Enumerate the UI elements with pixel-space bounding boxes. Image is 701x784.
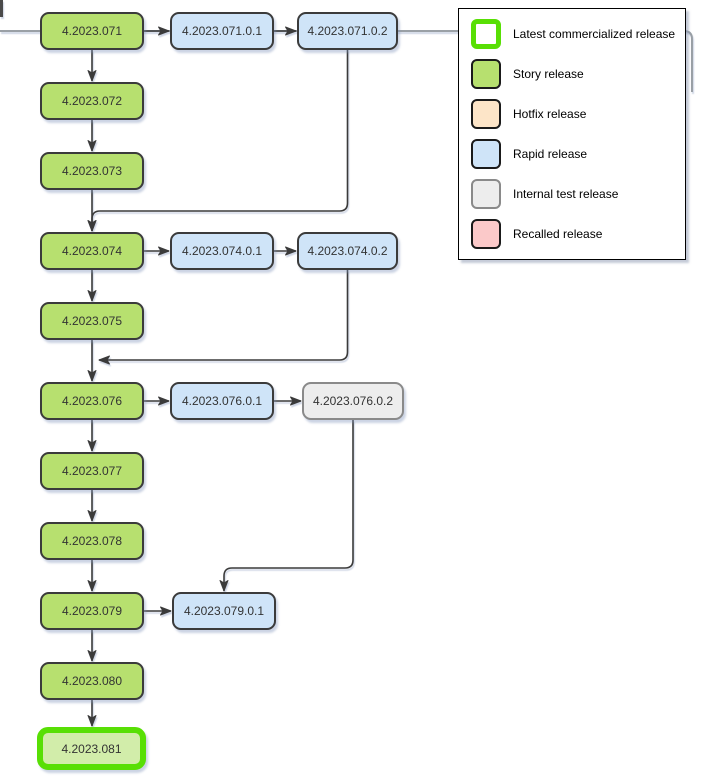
release-node-label: 4.2023.079.0.1 [183, 604, 265, 618]
legend-item-story: Story release [471, 59, 584, 89]
rapid-release-swatch-icon [471, 139, 501, 169]
release-node-label: 4.2023.077 [61, 464, 123, 478]
legend-item-label: Recalled release [513, 227, 603, 241]
release-node-4-2023-077: 4.2023.077 [40, 452, 144, 490]
release-node-label: 4.2023.074.0.2 [307, 244, 388, 258]
legend-item-label: Rapid release [513, 147, 588, 161]
story-release-swatch-icon [471, 59, 501, 89]
release-node-4-2023-081-latest: 4.2023.081 [37, 727, 146, 770]
release-node-label: 4.2023.075 [61, 314, 123, 328]
release-node-4-2023-076-0-1: 4.2023.076.0.1 [170, 382, 274, 420]
release-node-label: 4.2023.076 [61, 394, 123, 408]
release-node-4-2023-075: 4.2023.075 [40, 302, 144, 340]
legend-item-label: Hotfix release [513, 107, 587, 121]
release-node-label: 4.2023.076.0.1 [181, 394, 263, 408]
latest-release-swatch-icon [471, 19, 501, 49]
release-node-label: 4.2023.078 [61, 534, 123, 548]
release-node-label: 4.2023.071.0.1 [181, 24, 263, 38]
edge-071.0.2-074 [87, 50, 349, 232]
release-node-label: 4.2023.079 [61, 604, 123, 618]
legend-item-internal: Internal test release [471, 179, 618, 209]
release-node-4-2023-074-0-2: 4.2023.074.0.2 [297, 232, 398, 270]
release-node-label: 4.2023.081 [61, 741, 122, 756]
release-node-4-2023-079: 4.2023.079 [40, 592, 144, 630]
release-node-4-2023-071-0-1: 4.2023.071.0.1 [170, 12, 274, 50]
release-node-label: 4.2023.071.0.2 [307, 24, 388, 38]
release-node-4-2023-071-0-2: 4.2023.071.0.2 [297, 12, 398, 50]
release-node-label: 4.2023.074 [61, 244, 123, 258]
release-node-4-2023-074-0-1: 4.2023.074.0.1 [170, 232, 274, 270]
legend-item-label: Story release [513, 67, 584, 81]
release-node-label: 4.2023.073 [61, 164, 123, 178]
legend-item-hotfix: Hotfix release [471, 99, 586, 129]
hotfix-release-swatch-icon [471, 99, 501, 129]
release-node-label: 4.2023.074.0.1 [181, 244, 263, 258]
recalled-release-swatch-icon [471, 219, 501, 249]
release-node-4-2023-080: 4.2023.080 [40, 662, 144, 700]
legend-item-label: Internal test release [513, 187, 619, 201]
legend-panel: Latest commercialized release Story rele… [458, 8, 686, 260]
legend-item-label: Latest commercialized release [513, 27, 676, 41]
release-node-label: 4.2023.076.0.2 [312, 394, 394, 408]
release-node-label: 4.2023.072 [61, 94, 123, 108]
release-node-label: 4.2023.071 [61, 24, 123, 38]
release-node-4-2023-076: 4.2023.076 [40, 382, 144, 420]
release-node-4-2023-073: 4.2023.073 [40, 152, 144, 190]
legend-item-recalled: Recalled release [471, 219, 602, 249]
release-node-4-2023-072: 4.2023.072 [40, 82, 144, 120]
legend-item-rapid: Rapid release [471, 139, 587, 169]
release-node-4-2023-074: 4.2023.074 [40, 232, 144, 270]
release-node-4-2023-079-0-1: 4.2023.079.0.1 [172, 592, 276, 630]
release-node-label: 4.2023.080 [61, 674, 123, 688]
legend-item-latest: Latest commercialized release [471, 19, 675, 49]
release-node-4-2023-076-0-2: 4.2023.076.0.2 [302, 382, 404, 420]
edge-076.0.2-079.0.1 [219, 420, 354, 592]
release-node-4-2023-078: 4.2023.078 [40, 522, 144, 560]
edge-074.0.2-076 [98, 270, 349, 365]
internal-test-release-swatch-icon [471, 179, 501, 209]
release-node-4-2023-071: 4.2023.071 [40, 12, 144, 50]
